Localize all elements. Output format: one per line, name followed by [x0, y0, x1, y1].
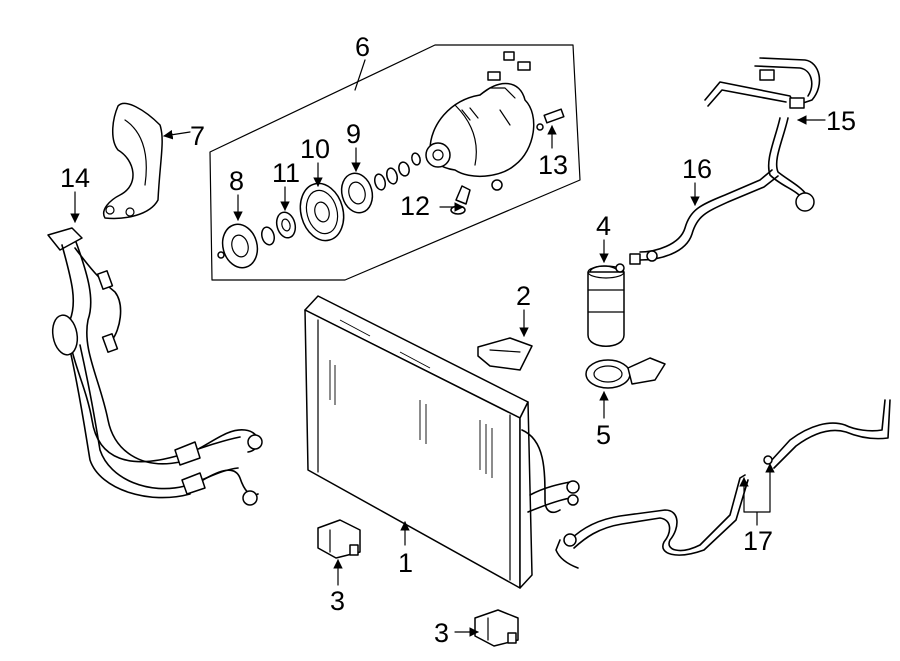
leader-7	[163, 129, 191, 140]
callout-5: 5	[596, 420, 611, 450]
callout-17: 17	[743, 526, 773, 556]
callout-7: 7	[190, 121, 205, 151]
clutch-hub-plate[interactable]	[217, 220, 262, 271]
callout-3a: 3	[330, 586, 345, 616]
condenser-mount-lower-right[interactable]	[474, 609, 519, 647]
clutch-coil[interactable]	[337, 152, 421, 216]
condenser-mount-lower-left[interactable]	[317, 519, 361, 559]
callout-2: 2	[516, 281, 531, 311]
callout-12: 12	[400, 191, 430, 221]
callout-9: 9	[346, 119, 361, 149]
condenser-mount-upper[interactable]	[477, 337, 533, 371]
compressor[interactable]	[425, 51, 535, 191]
relief-valve[interactable]	[450, 185, 471, 215]
suction-line[interactable]	[704, 57, 821, 212]
callout-15: 15	[826, 106, 856, 136]
receiver-drier[interactable]	[587, 263, 625, 347]
callout-8: 8	[229, 166, 244, 196]
compressor-group-box	[209, 44, 581, 281]
callout-16: 16	[682, 154, 712, 184]
hose-assembly[interactable]	[47, 227, 263, 506]
callout-4: 4	[596, 211, 611, 241]
leader-17	[743, 465, 771, 526]
leader-6	[354, 59, 366, 91]
callout-3b: 3	[434, 618, 449, 648]
callout-labels: 6 7 8 11 10 9 12 13 14 15 16 4 2 5 1 3 3…	[60, 32, 856, 648]
liquid-line[interactable]	[629, 169, 779, 265]
compressor-bracket[interactable]	[103, 102, 163, 220]
callout-leaders	[70, 59, 826, 637]
callout-14: 14	[60, 163, 90, 193]
condenser[interactable]	[304, 295, 580, 589]
drier-bracket[interactable]	[585, 357, 666, 389]
discharge-line[interactable]	[555, 399, 891, 569]
callout-13: 13	[538, 150, 568, 180]
callout-10: 10	[300, 134, 330, 164]
callout-6: 6	[355, 32, 370, 62]
clutch-shim-ring[interactable]	[260, 210, 298, 246]
pressure-switch[interactable]	[536, 108, 565, 131]
callout-11: 11	[272, 158, 300, 188]
callout-1: 1	[398, 548, 413, 578]
